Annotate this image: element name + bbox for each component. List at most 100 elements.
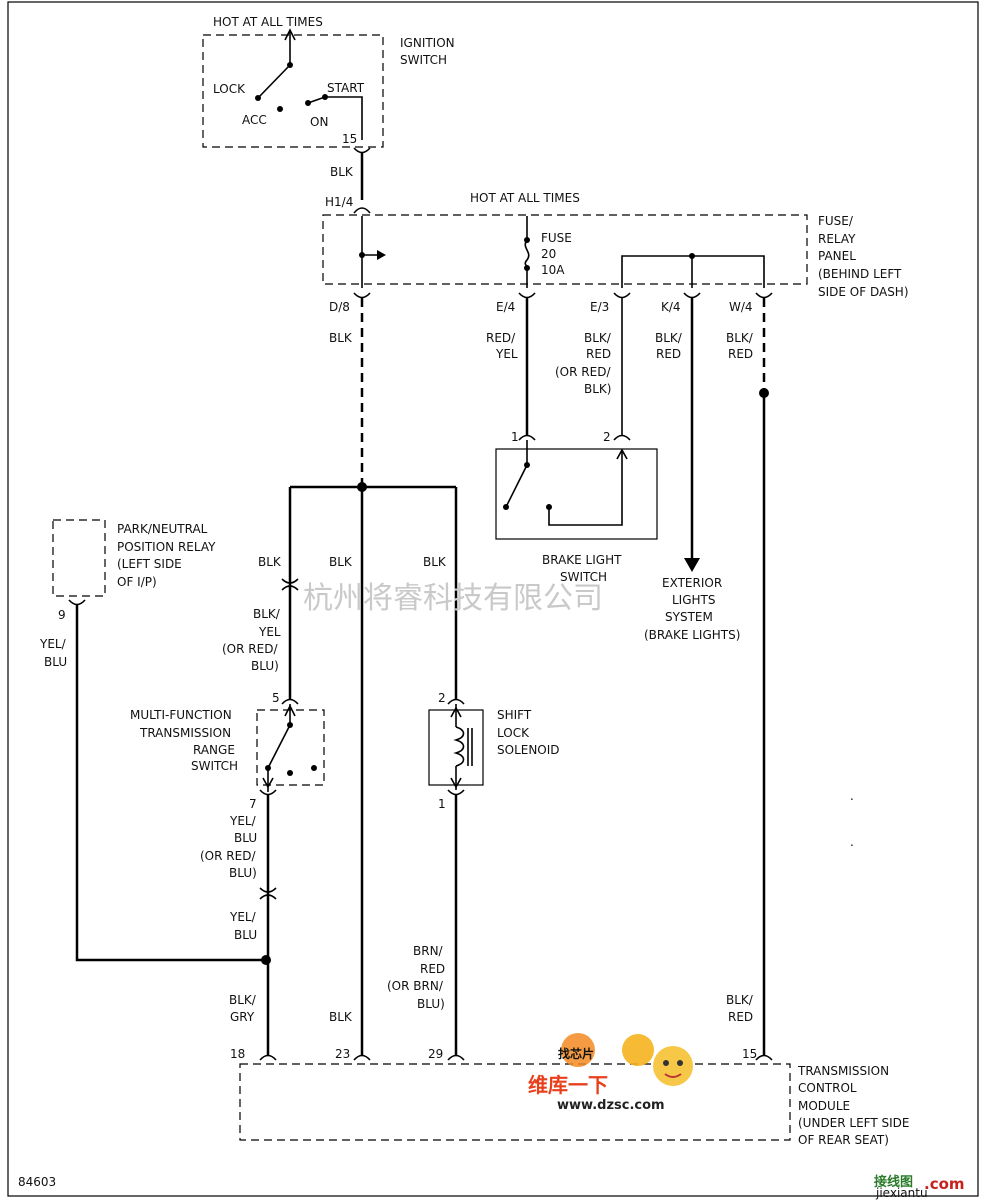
dzsc-logo: 找芯片 维库一下 www.dzsc.com (528, 1033, 693, 1113)
logo-cn: 维库一下 (528, 1073, 608, 1097)
fuse-pin-e4: E/4 (496, 300, 515, 314)
wire-mfs-in-0: BLK/ (253, 607, 281, 621)
wire-brn-2: (OR BRN/ (387, 979, 444, 993)
wire-e3-3: BLK) (584, 382, 611, 396)
pnp-title-3: OF I/P) (117, 575, 157, 589)
wire-w4-1: RED (728, 347, 753, 361)
wire-yelblu-0: YEL/ (229, 910, 257, 924)
tcm-pin-23: 23 (335, 1047, 350, 1061)
solenoid-pin-out: 1 (438, 797, 446, 811)
wire-k4-0: BLK/ (655, 331, 683, 345)
ignition-switch-box (202, 34, 384, 148)
fuse-title-4: SIDE OF DASH) (818, 285, 909, 299)
solenoid-title-0: SHIFT (497, 708, 532, 722)
diagram-frame (7, 1, 979, 1197)
wire-e4-0: RED/ (486, 331, 516, 345)
fuse-label-1: 20 (541, 247, 556, 261)
fuse-label-2: 10A (541, 263, 565, 277)
wire-mfs-out-1: BLU (234, 831, 257, 845)
mfs-title-2: RANGE (193, 743, 235, 757)
fuse-relay-panel: HOT AT ALL TIMES FUSE/ RELAY PANEL (BEHI… (322, 191, 909, 299)
ignition-title-2: SWITCH (400, 53, 447, 67)
tcm-title-2: MODULE (798, 1099, 850, 1113)
brake-pin-1: 1 (511, 430, 519, 444)
pnp-pin: 9 (58, 608, 66, 622)
mfs-pin-in: 5 (272, 691, 280, 705)
tcm-title-3: (UNDER LEFT SIDE (798, 1116, 910, 1130)
wire-e3-1: RED (586, 347, 611, 361)
exterior-0: EXTERIOR (662, 576, 722, 590)
pnp-relay-box (52, 519, 106, 597)
mfs-title-3: SWITCH (191, 759, 238, 773)
wire-mid-blk: BLK (329, 555, 353, 569)
wire-mfs-out-2: (OR RED/ (200, 849, 256, 863)
wire-e3-2: (OR RED/ (555, 365, 611, 379)
splice-yelblu (261, 955, 271, 965)
fuse-panel-box (322, 214, 808, 285)
wire-mfs-out-3: BLU) (229, 866, 257, 880)
ignition-lock-contact (255, 95, 261, 101)
tcm-pin-29: 29 (428, 1047, 443, 1061)
mfs-pin-out: 7 (249, 797, 257, 811)
mfs-title-0: MULTI-FUNCTION (130, 708, 232, 722)
pnp-title-1: POSITION RELAY (117, 540, 216, 554)
ignition-start-label: START (327, 81, 365, 95)
ignition-hot-label: HOT AT ALL TIMES (213, 15, 323, 29)
fuse-hot-label: HOT AT ALL TIMES (470, 191, 580, 205)
tcm-title-1: CONTROL (798, 1081, 857, 1095)
ignition-acc-contact (277, 106, 283, 112)
mfs-title-1: TRANSMISSION (139, 726, 231, 740)
connector-h1-4 (353, 207, 371, 214)
fuse-pin-h1: H1/4 (325, 195, 353, 209)
wire-k4-1: RED (656, 347, 681, 361)
multi-function-switch: 5 MULTI-FUNCTION TRANSMISSION RANGE SWIT… (130, 691, 325, 792)
wire-tcm-blk: BLK (329, 1010, 353, 1024)
brake-title-1: SWITCH (560, 570, 607, 584)
wire-pnp (75, 605, 266, 962)
pnp-title-2: (LEFT SIDE (117, 557, 182, 571)
solenoid-title-2: SOLENOID (497, 743, 560, 757)
wire-right-blk: BLK (423, 555, 447, 569)
diagram-id: 84603 (18, 1175, 56, 1189)
solenoid-pin-in: 2 (438, 691, 446, 705)
exterior-3: (BRAKE LIGHTS) (644, 628, 740, 642)
bottom-logo-cn: 接线图 (874, 1174, 913, 1190)
wire-e3-0: BLK/ (584, 331, 612, 345)
fuse-label-0: FUSE (541, 231, 572, 245)
wire-mfs-in-2: (OR RED/ (222, 642, 278, 656)
ignition-on-label: ON (310, 115, 328, 129)
wire-brn-0: BRN/ (413, 944, 444, 958)
wire-mfs-in-3: BLU) (251, 659, 279, 673)
wire-tcm-red-1: RED (728, 1010, 753, 1024)
fuse-title-1: RELAY (818, 232, 856, 246)
ignition-pin-15: 15 (342, 132, 357, 146)
fuse-pin-k4: K/4 (661, 300, 681, 314)
svg-text:.: . (850, 789, 854, 803)
wire-label-d8: BLK (329, 331, 353, 345)
park-neutral-relay: PARK/NEUTRAL POSITION RELAY (LEFT SIDE O… (52, 519, 216, 622)
logo-badge: 找芯片 (558, 1046, 594, 1061)
jiexiantu-logo: 接线图 .com jiexiantu (874, 1174, 965, 1200)
ignition-switch: HOT AT ALL TIMES IGNITION SWITCH LOCK AC… (202, 15, 455, 148)
solenoid-coil (453, 726, 465, 767)
wire-pnp-0: YEL/ (39, 637, 67, 651)
wire-tcm-red-0: BLK/ (726, 993, 754, 1007)
tcm-title-4: OF REAR SEAT) (798, 1133, 889, 1147)
wire-label-ign-blk: BLK (330, 165, 354, 179)
solenoid-title-1: LOCK (497, 726, 530, 740)
transmission-control-module: 18 23 29 15 TRANSMISSION CONTROL MODULE … (230, 1047, 910, 1147)
ignition-lock-label: LOCK (213, 82, 246, 96)
wire-e4-1: YEL (495, 347, 518, 361)
ignition-title-1: IGNITION (400, 36, 455, 50)
svg-text:.: . (850, 835, 854, 849)
wire-blkgry-1: GRY (230, 1010, 255, 1024)
arrow-exterior-lights (684, 558, 700, 572)
wire-blkgry-0: BLK/ (229, 993, 257, 1007)
exterior-1: LIGHTS (672, 593, 716, 607)
brake-title-0: BRAKE LIGHT (542, 553, 622, 567)
bottom-logo-dot: .com (924, 1175, 965, 1193)
fuse-pin-w4: W/4 (729, 300, 753, 314)
wire-yelblu-1: BLU (234, 928, 257, 942)
fuse-pin-d8: D/8 (329, 300, 350, 314)
mascot-icon (653, 1046, 693, 1086)
